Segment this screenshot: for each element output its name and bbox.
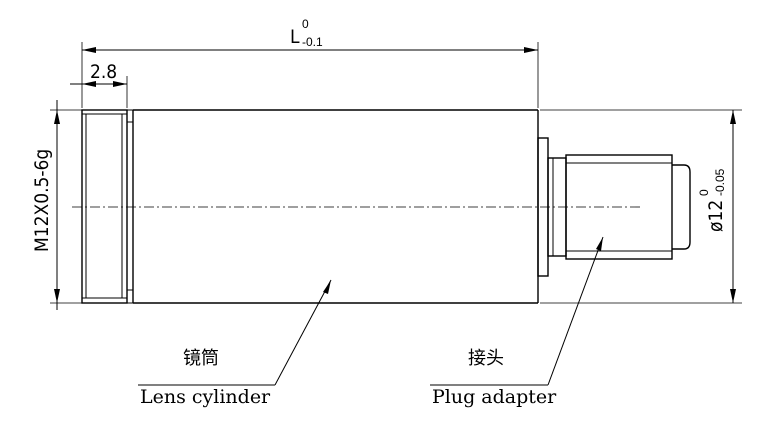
thread-section	[81, 109, 134, 304]
overall-length-upper-tol: 0	[302, 17, 309, 31]
plug-diameter-symbol: ø12	[705, 200, 727, 232]
leader-lens-cylinder: 镜筒 Lens cylinder	[138, 279, 332, 408]
lens-cylinder-label-cn: 镜筒	[183, 348, 219, 369]
lens-cylinder-label-en: Lens cylinder	[140, 386, 271, 408]
overall-length-symbol: L	[290, 26, 300, 48]
thread-spec-text: M12X0.5-6g	[31, 149, 53, 252]
dimension-overall-length: L 0 -0.1	[81, 17, 539, 108]
dimension-thread-spec: M12X0.5-6g	[31, 100, 82, 310]
thread-length-value: 2.8	[90, 61, 117, 83]
plug-adapter-label-cn: 接头	[468, 348, 504, 369]
leader-plug-adapter: 接头 Plug adapter	[430, 236, 604, 408]
overall-length-lower-tol: -0.1	[302, 35, 323, 49]
plug-diameter-lower-tol: -0.05	[713, 168, 727, 196]
plug-diameter-upper-tol: 0	[697, 189, 711, 196]
lens-cylinder-body	[133, 109, 539, 304]
dimension-plug-diameter: ø12 0 -0.05	[540, 109, 742, 304]
dimension-thread-length: 2.8	[70, 61, 128, 108]
plug-adapter-label-en: Plug adapter	[432, 386, 557, 408]
